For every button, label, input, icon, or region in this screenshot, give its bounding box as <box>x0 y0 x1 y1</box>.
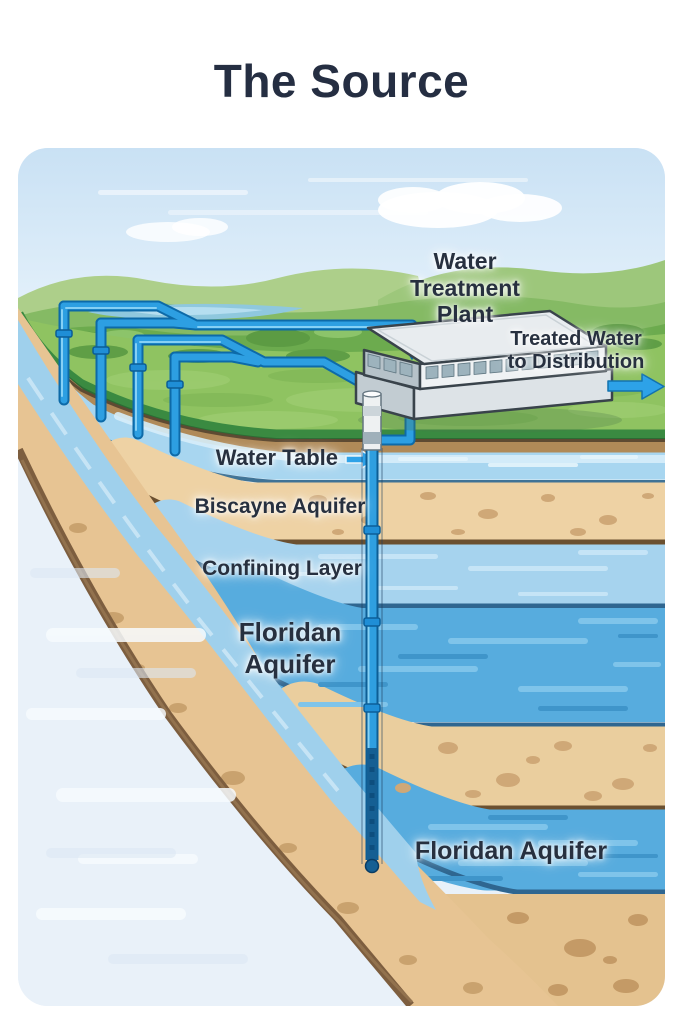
well-screen <box>364 748 380 874</box>
right-arrow-icon <box>607 373 665 400</box>
treatment-plant-building <box>354 309 622 433</box>
biscayne-band <box>96 437 665 540</box>
scene-illustration <box>18 148 665 1006</box>
treated-water-label: Treated Water to Distribution <box>486 328 665 374</box>
floridan-band <box>176 563 665 722</box>
plant-label-line3: Plant <box>436 301 494 328</box>
plant-windows <box>367 350 599 380</box>
water-treatment-plant-label: Water Treatment Plant <box>385 248 545 328</box>
water-table-label: Water Table <box>215 445 338 470</box>
floridan-aquifer-upper-label: Floridan Aquifer <box>190 617 390 680</box>
floridan-aquifer-lower-label: Floridan Aquifer <box>414 837 608 865</box>
clouds-icon <box>98 178 562 242</box>
biscayne-aquifer-label: Biscayne Aquifer <box>194 495 366 518</box>
plant-label-line2: Treatment <box>410 274 520 301</box>
supply-well <box>361 390 383 874</box>
sand-band <box>264 681 665 806</box>
illustration-card: Water Treatment Plant Treated Water to D… <box>18 148 665 1006</box>
background-mask <box>18 458 406 1006</box>
well-casing <box>362 390 382 451</box>
page-title: The Source <box>213 55 470 107</box>
floridan-upper-line1: Floridan <box>238 617 342 647</box>
treated-label-line2: to Distribution <box>507 351 645 374</box>
floridan-upper-line2: Aquifer <box>244 648 336 679</box>
water-drape-stripe <box>18 320 436 910</box>
confining-layer-label: Confining Layer <box>202 557 362 580</box>
plant-label-line1: Water <box>433 248 497 274</box>
treated-label-line1: Treated Water <box>510 328 642 350</box>
